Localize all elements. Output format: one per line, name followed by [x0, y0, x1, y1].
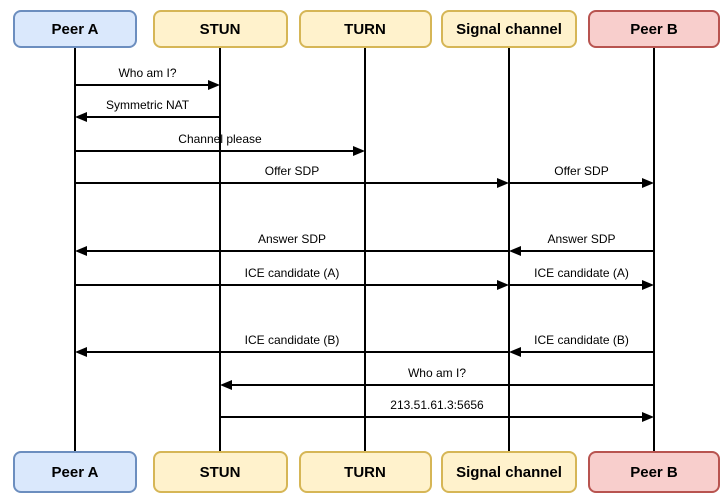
- message-label: Answer SDP: [547, 232, 616, 246]
- message-label: ICE candidate (A): [534, 266, 629, 280]
- message-label: Offer SDP: [554, 164, 609, 178]
- arrowhead-right-icon: [208, 80, 220, 90]
- actor-box-top-peer-b: Peer B: [588, 10, 720, 48]
- arrowhead-left-icon: [75, 347, 87, 357]
- message-label: Who am I?: [118, 66, 177, 80]
- actor-box-top-peer-a: Peer A: [13, 10, 137, 48]
- lifeline-peer-b: [653, 48, 655, 451]
- actor-box-top-stun: STUN: [152, 10, 288, 48]
- message-line-peer-b-to-signal: [519, 351, 654, 353]
- arrowhead-left-icon: [509, 347, 521, 357]
- arrowhead-right-icon: [642, 412, 654, 422]
- lifeline-stun: [219, 48, 221, 451]
- message-label: Offer SDP: [264, 164, 320, 178]
- arrowhead-left-icon: [75, 246, 87, 256]
- actor-box-bottom-peer-a: Peer A: [13, 451, 137, 493]
- arrowhead-right-icon: [497, 178, 509, 188]
- arrowhead-right-icon: [353, 146, 365, 156]
- message-line-stun-to-peer-a: [85, 116, 220, 118]
- message-label: Symmetric NAT: [105, 98, 190, 112]
- message-label: Answer SDP: [257, 232, 327, 246]
- actor-box-top-turn: TURN: [298, 10, 432, 48]
- message-label: Channel please: [178, 132, 262, 146]
- arrowhead-left-icon: [220, 380, 232, 390]
- message-line-peer-a-to-signal: [75, 182, 499, 184]
- arrowhead-left-icon: [75, 112, 87, 122]
- message-line-peer-a-to-signal: [75, 284, 499, 286]
- message-label: ICE candidate (A): [244, 266, 340, 280]
- message-line-signal-to-peer-b: [509, 182, 644, 184]
- message-line-peer-b-to-signal: [519, 250, 654, 252]
- message-line-signal-to-peer-b: [509, 284, 644, 286]
- message-label: ICE candidate (B): [534, 333, 629, 347]
- actor-box-bottom-turn: TURN: [298, 451, 432, 493]
- arrowhead-right-icon: [642, 280, 654, 290]
- arrowhead-right-icon: [642, 178, 654, 188]
- arrowhead-right-icon: [497, 280, 509, 290]
- actor-box-top-signal: Signal channel: [441, 10, 577, 48]
- actor-box-bottom-stun: STUN: [152, 451, 288, 493]
- actor-box-bottom-signal: Signal channel: [441, 451, 577, 493]
- message-line-peer-b-to-stun: [230, 384, 654, 386]
- actor-box-bottom-peer-b: Peer B: [588, 451, 720, 493]
- message-line-signal-to-peer-a: [85, 250, 509, 252]
- message-line-peer-a-to-turn: [75, 150, 355, 152]
- message-label: Who am I?: [407, 366, 467, 380]
- message-line-stun-to-peer-b: [220, 416, 644, 418]
- message-line-peer-a-to-stun: [75, 84, 210, 86]
- message-line-signal-to-peer-a: [85, 351, 509, 353]
- lifeline-turn: [364, 48, 366, 451]
- message-label: ICE candidate (B): [244, 333, 340, 347]
- arrowhead-left-icon: [509, 246, 521, 256]
- message-label: 213.51.61.3:5656: [390, 398, 484, 412]
